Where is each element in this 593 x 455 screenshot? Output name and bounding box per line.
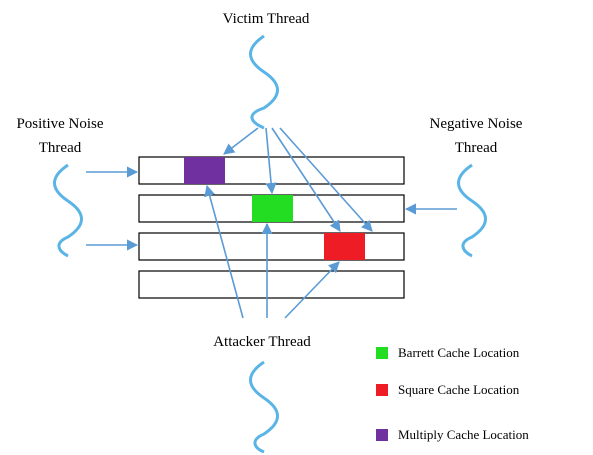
attacker-to-square-arrow-icon (284, 261, 340, 319)
multiply-cache-block (184, 157, 225, 184)
victim-wavy-line-icon (249, 34, 279, 130)
attacker-thread-label: Attacker Thread (213, 334, 311, 350)
negative-noise-wavy-line-icon (457, 163, 487, 258)
attacker-wavy-line-icon (249, 360, 279, 454)
attacker-to-multiply-arrow-icon (204, 184, 244, 319)
square-cache-block (324, 233, 365, 260)
cache-row-4 (138, 270, 405, 299)
victim-to-row2-right-arrow-icon (279, 127, 373, 232)
positive-noise-thread-label-line1: Positive Noise (16, 116, 103, 132)
victim-to-square-arrow-icon (271, 127, 341, 232)
legend-square-label: Square Cache Location (398, 382, 520, 397)
legend-multiply-label: Multiply Cache Location (398, 427, 529, 442)
victim-to-barrett-arrow-icon (265, 127, 277, 195)
negative-noise-thread-label-line2: Thread (455, 140, 498, 156)
legend-multiply-swatch (376, 429, 388, 441)
victim-thread-label: Victim Thread (223, 11, 310, 27)
positive-noise-thread-label-line2: Thread (39, 140, 82, 156)
victim-to-row1-arrow-icon (223, 127, 259, 155)
negative-noise-thread-label-line1: Negative Noise (430, 116, 523, 132)
legend-square-swatch (376, 384, 388, 396)
barrett-cache-block (252, 195, 293, 222)
positive-noise-wavy-line-icon (53, 163, 83, 258)
legend-barrett-swatch (376, 347, 388, 359)
legend-barrett-label: Barrett Cache Location (398, 345, 520, 360)
